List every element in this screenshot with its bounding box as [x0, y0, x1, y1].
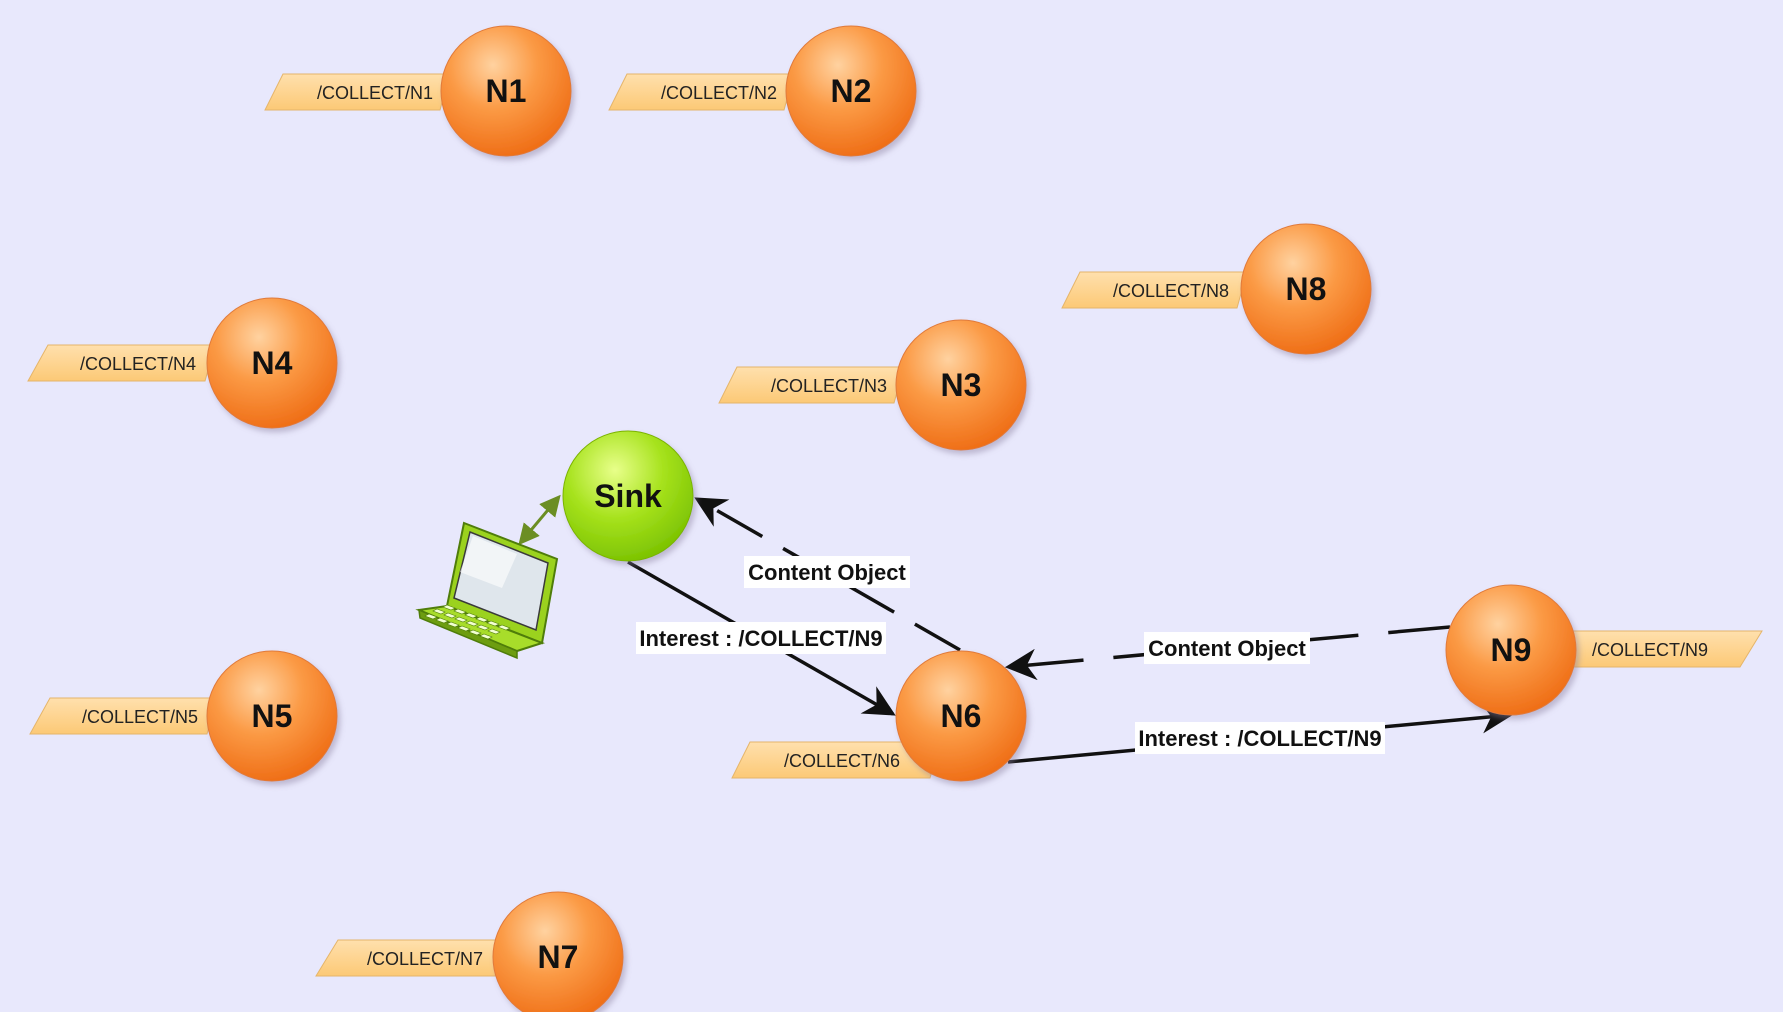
node-label: N7: [538, 939, 579, 975]
tag-text: /COLLECT/N3: [771, 376, 887, 396]
tag-text: /COLLECT/N4: [80, 354, 196, 374]
node-n9: N9: [1445, 584, 1577, 716]
laptop-sink-link: [518, 494, 561, 546]
tag-text: /COLLECT/N2: [661, 83, 777, 103]
node-n4: N4: [206, 297, 338, 429]
edge-label-text: Interest : /COLLECT/N9: [1138, 726, 1381, 751]
node-label: N3: [941, 367, 982, 403]
tag-n5: /COLLECT/N5: [29, 697, 218, 735]
edge-label-n9-n6: Content Object: [1144, 632, 1310, 664]
sink-label: Sink: [594, 478, 662, 514]
tag-n2: /COLLECT/N2: [608, 73, 795, 111]
edge-label-n6-n9: Interest : /COLLECT/N9: [1135, 722, 1385, 754]
node-n3: N3: [895, 319, 1027, 451]
tag-n9: /COLLECT/N9: [1559, 630, 1763, 668]
node-n5: N5: [206, 650, 338, 782]
tag-n4: /COLLECT/N4: [27, 344, 216, 382]
edge-label-n6-sink: Content Object: [744, 556, 910, 588]
edge-label-text: Content Object: [1148, 636, 1306, 661]
node-n7: N7: [492, 891, 624, 1012]
tag-n8: /COLLECT/N8: [1061, 271, 1248, 309]
node-label: N9: [1491, 632, 1532, 668]
tag-n1: /COLLECT/N1: [264, 73, 451, 111]
tag-text: /COLLECT/N8: [1113, 281, 1229, 301]
edge-label-text: Interest : /COLLECT/N9: [639, 626, 882, 651]
node-label: N5: [252, 698, 293, 734]
tag-text: /COLLECT/N1: [317, 83, 433, 103]
tag-n6: /COLLECT/N6: [731, 741, 941, 779]
node-label: N6: [941, 698, 982, 734]
node-n6: N6: [895, 650, 1027, 782]
edge-n6-sink-content: [694, 497, 961, 652]
node-n1: N1: [440, 25, 572, 157]
tag-n3: /COLLECT/N3: [718, 366, 905, 404]
laptop-icon: [415, 521, 559, 660]
node-label: N8: [1286, 271, 1327, 307]
tag-text: /COLLECT/N9: [1592, 640, 1708, 660]
node-n8: N8: [1240, 223, 1372, 355]
tag-text: /COLLECT/N7: [367, 949, 483, 969]
edge-label-text: Content Object: [748, 560, 906, 585]
node-n2: N2: [785, 25, 917, 157]
tag-n7: /COLLECT/N7: [315, 939, 506, 977]
node-sink: Sink: [562, 430, 694, 562]
tag-text: /COLLECT/N6: [784, 751, 900, 771]
node-label: N2: [831, 73, 872, 109]
node-label: N1: [486, 73, 527, 109]
edge-label-sink-n6: Interest : /COLLECT/N9: [636, 622, 886, 654]
node-label: N4: [252, 345, 293, 381]
tag-text: /COLLECT/N5: [82, 707, 198, 727]
